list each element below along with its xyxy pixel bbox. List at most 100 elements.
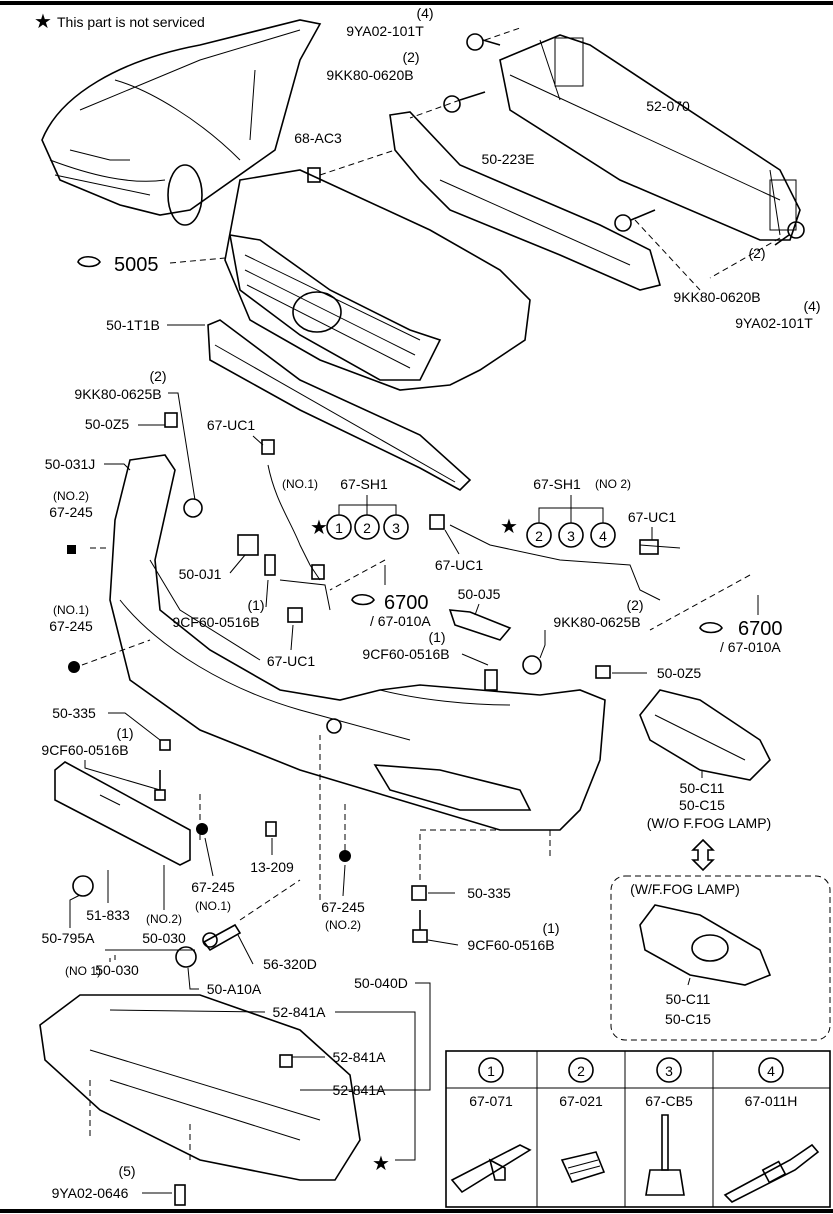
qty-label: (4) — [803, 298, 820, 314]
tie-67-011h-icon — [723, 1143, 820, 1203]
bracket-icon — [237, 534, 259, 556]
energy-absorber — [389, 111, 661, 291]
qty-label: (5) — [118, 1163, 135, 1179]
part-number-label: 50-0J5 — [458, 586, 501, 602]
qty-label: (2) — [149, 368, 166, 384]
option-box — [610, 875, 831, 1041]
part-number-label: 51-833 — [86, 907, 130, 923]
callout-number: 3 — [392, 520, 400, 536]
part-number-label: 52-070 — [646, 98, 690, 114]
part-number-label: 67-SH1 — [340, 476, 388, 492]
part-number-label: 50-335 — [467, 885, 511, 901]
clip-67-021-icon — [560, 1151, 606, 1183]
grille-lower-molding — [207, 319, 472, 491]
legend-part-number: 67-071 — [469, 1093, 513, 1109]
part-number-label: 9YA02-0646 — [52, 1185, 129, 1201]
part-number-label: 9YA02-101T — [735, 315, 813, 331]
legend-callout-circle — [656, 1057, 682, 1083]
callout-number: 1 — [335, 520, 343, 536]
part-number-label: 50-C11 — [666, 991, 711, 1007]
plug-icon — [175, 946, 197, 968]
part-number-label: 50-C11 — [680, 780, 725, 796]
front-grille — [224, 169, 531, 391]
clip-icon — [164, 412, 178, 428]
section-reference-label: 6700 — [384, 592, 429, 614]
part-number-label: 67-245 — [49, 618, 93, 634]
qty-label: (NO.1) — [282, 477, 318, 491]
callout-number: 2 — [535, 528, 543, 544]
part-number-label: 50-335 — [52, 705, 96, 721]
part-number-label: 50-0J1 — [179, 566, 222, 582]
part-number-label: 50-C15 — [665, 1011, 711, 1027]
qty-label: (1) — [428, 629, 445, 645]
condition-label: (W/F.FOG LAMP) — [630, 881, 740, 897]
qty-label: (4) — [416, 5, 433, 21]
qty-label: (NO.1) — [195, 899, 231, 913]
tie-67-cb5-icon — [645, 1169, 685, 1196]
part-number-label: 50-223E — [482, 151, 535, 167]
qty-label: (NO 1) — [65, 964, 101, 978]
clip-icon — [595, 665, 611, 679]
callout-number: 2 — [363, 520, 371, 536]
plug-icon — [68, 661, 80, 673]
plug-icon — [196, 823, 208, 835]
legend-number: 3 — [665, 1063, 673, 1079]
sensor-icon — [261, 439, 275, 455]
legend-part-number: 67-CB5 — [645, 1093, 693, 1109]
legend-table: 1 2 3 4 67-071 67-021 67-CB5 67-011H — [445, 1050, 831, 1208]
part-number-label: 67-UC1 — [267, 653, 315, 669]
condition-label: (W/O F.FOG LAMP) — [647, 815, 771, 831]
qty-label: (2) — [402, 49, 419, 65]
part-number-label: 67-245 — [49, 504, 93, 520]
bumper-fascia — [109, 454, 606, 831]
legend-callout-circle — [478, 1057, 504, 1083]
part-number-label: 52-841A — [333, 1082, 387, 1098]
part-number-label: 52-841A — [273, 1004, 327, 1020]
part-number-label: 67-SH1 — [533, 476, 581, 492]
bolt-icon — [412, 910, 428, 943]
part-number-label: 56-320D — [263, 956, 317, 972]
part-number-label: 50-795A — [42, 930, 96, 946]
callout-number: 4 — [599, 528, 607, 544]
nut-icon — [159, 739, 171, 751]
part-number-label: 52-841A — [333, 1049, 387, 1065]
part-number-label: 9CF60-0516B — [41, 742, 128, 758]
refer-to-section-icon — [699, 621, 723, 634]
refer-to-section-icon — [351, 593, 375, 606]
qty-label: (NO.2) — [325, 918, 361, 932]
section-reference-label: 6700 — [738, 618, 783, 640]
legend-number: 1 — [487, 1063, 495, 1079]
plug-icon — [67, 545, 76, 554]
section-reference-label: / 67-010A — [370, 613, 431, 629]
plug-icon — [339, 850, 351, 862]
bolt-icon — [466, 33, 501, 51]
plug-icon — [72, 875, 94, 897]
part-number-label: 68-AC3 — [294, 130, 342, 146]
legend-number: 2 — [577, 1063, 585, 1079]
qty-label: (NO.2) — [146, 912, 182, 926]
part-number-label: 50-031J — [45, 456, 96, 472]
part-number-label: 9KK80-0625B — [74, 386, 161, 402]
part-number-label: 50-A10A — [207, 981, 262, 997]
bolt-icon — [443, 91, 486, 113]
part-number-label: 50-030 — [142, 930, 186, 946]
part-number-label: 67-245 — [191, 879, 235, 895]
part-number-label: 9CF60-0516B — [467, 937, 554, 953]
vehicle-illustration — [41, 19, 322, 226]
part-number-label: 67-UC1 — [435, 557, 483, 573]
part-number-label: 50-1T1B — [106, 317, 160, 333]
under-cover — [39, 994, 361, 1206]
note-star-icon: ★ — [34, 11, 52, 33]
qty-label: (2) — [748, 245, 765, 261]
part-number-label: 9CF60-0516B — [362, 646, 449, 662]
part-number-label: 9KK80-0625B — [553, 614, 640, 630]
legend-part-number: 67-011H — [745, 1093, 798, 1109]
clip-67-071-icon — [450, 1144, 532, 1194]
note-text: This part is not serviced — [57, 14, 205, 30]
part-number-label: 9KK80-0620B — [673, 289, 760, 305]
star-icon: ★ — [372, 1153, 390, 1175]
clip-icon — [265, 821, 277, 837]
legend-number: 4 — [767, 1063, 775, 1079]
bumper-reinforcement — [499, 34, 801, 241]
